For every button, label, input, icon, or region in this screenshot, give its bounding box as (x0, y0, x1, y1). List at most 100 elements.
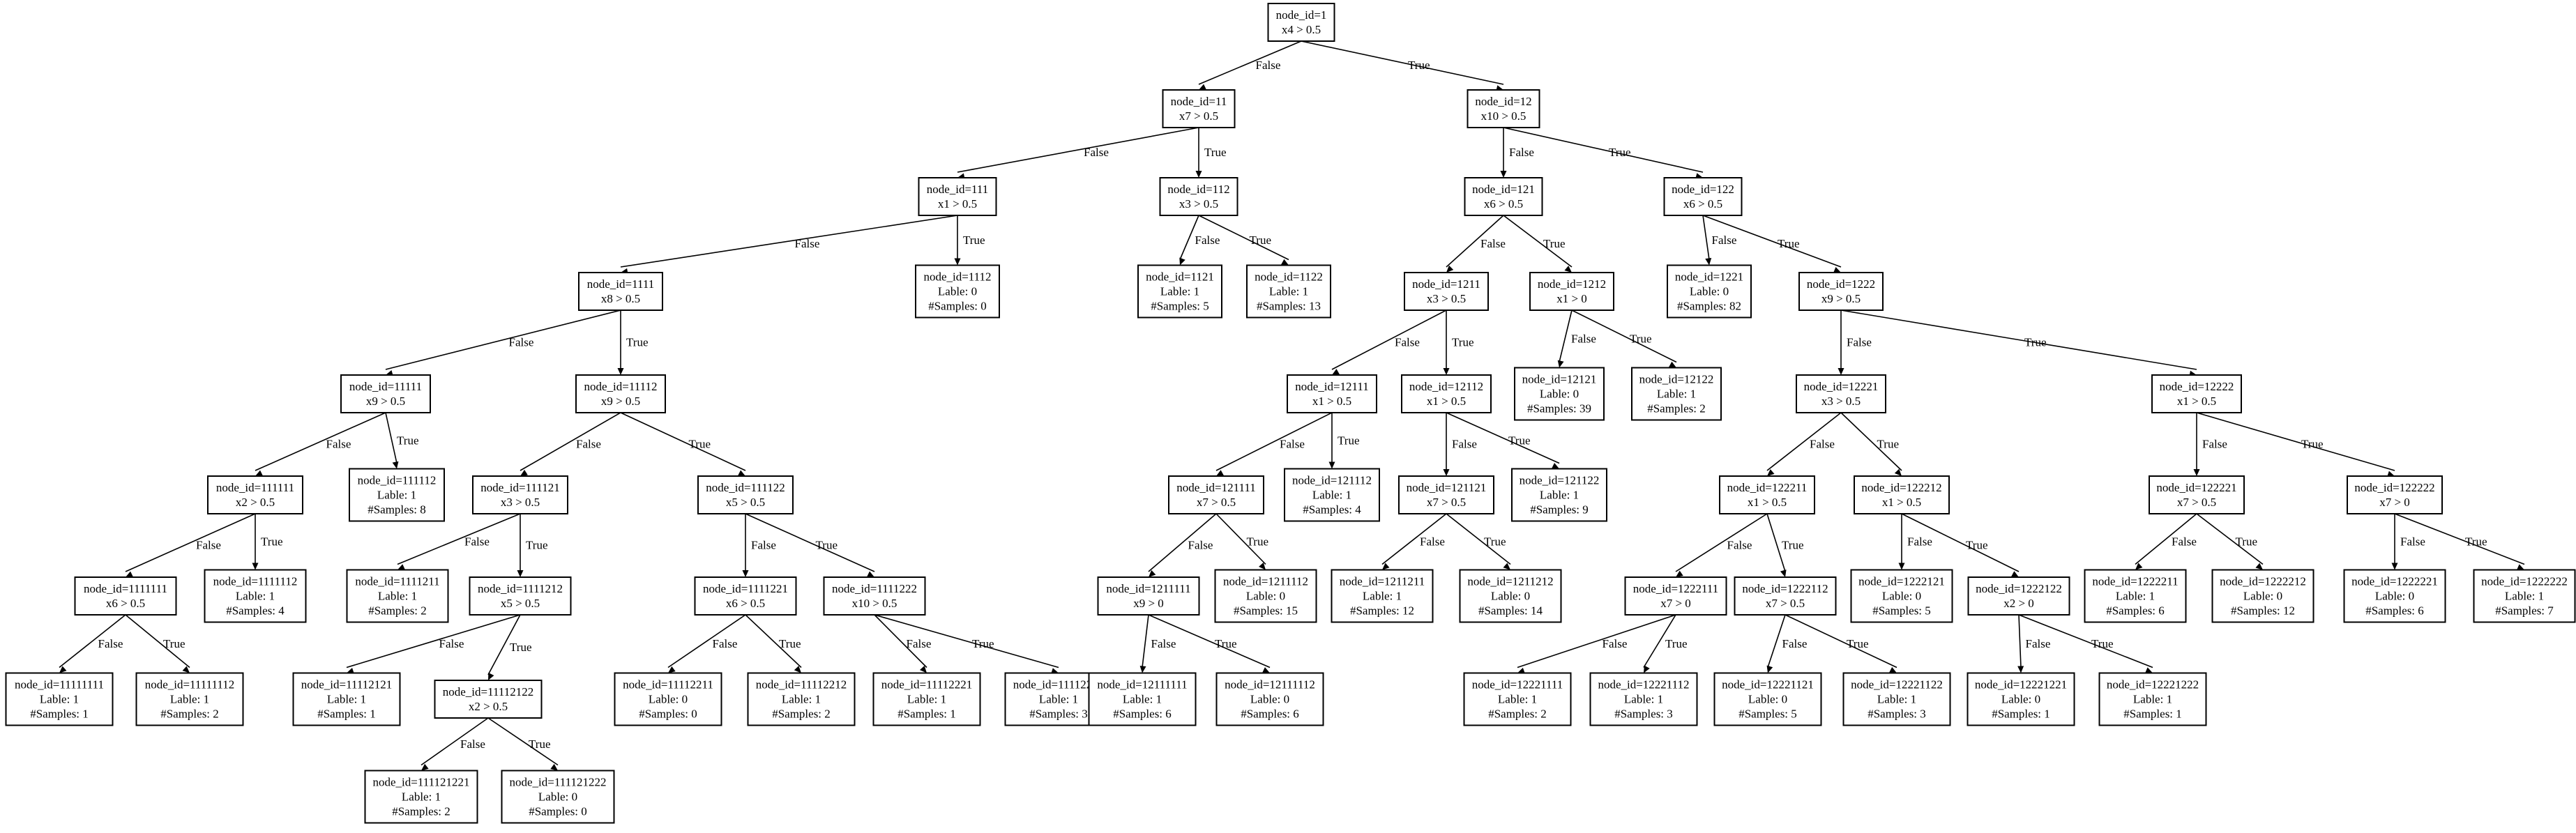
node-sample-count: #Samples: 6 (1113, 708, 1172, 721)
edge-label: True (1778, 237, 1800, 250)
node-box (1713, 672, 1822, 726)
node-sample-count: #Samples: 6 (2365, 604, 2424, 618)
edge-label: True (1630, 332, 1652, 345)
node-sample-count: #Samples: 6 (1241, 708, 1299, 721)
edge-label: False (1509, 146, 1534, 159)
edge-line (2018, 614, 2022, 668)
edge-arrowhead (1216, 470, 1224, 476)
node-box (1284, 468, 1380, 522)
edge-arrowhead (1281, 259, 1289, 266)
node-sample-count: #Samples: 1 (1992, 708, 2050, 721)
tree-edge-1111212-11112122: True (487, 614, 532, 680)
edge-line (1215, 513, 1266, 565)
node-id-label: node_id=1111211 (355, 575, 439, 588)
node-split-condition: x9 > 0 (1133, 597, 1164, 610)
node-box (1967, 672, 2075, 726)
tree-edge-1111221-11112212: True (745, 614, 802, 673)
edge-arrowhead (2011, 571, 2019, 577)
node-label-value: Lable: 1 (1540, 489, 1579, 502)
tree-edge-1211111-12111111: False (1139, 614, 1176, 673)
node-split-condition: x7 > 0.5 (2177, 496, 2216, 509)
edge-label: False (2172, 535, 2197, 548)
edge-label: False (1847, 336, 1872, 349)
node-box (697, 475, 794, 514)
node-split-condition: x9 > 0.5 (366, 395, 405, 408)
node-id-label: node_id=122212 (1861, 481, 1941, 494)
node-label-value: Lable: 1 (1269, 285, 1308, 298)
edge-label: True (1543, 237, 1566, 250)
edge-line (1503, 127, 1704, 173)
node-id-label: node_id=12221222 (2107, 678, 2199, 691)
edge-arrowhead (255, 470, 263, 476)
edge-label: False (460, 738, 485, 751)
edge-line (1215, 412, 1333, 471)
node-box (823, 576, 926, 616)
tree-edge-1111212-11112121: False (346, 614, 521, 674)
node-box (1467, 89, 1540, 128)
tree-edge-121111-1211111: False (1148, 513, 1217, 577)
node-id-label: node_id=121121 (1407, 481, 1487, 494)
edge-line (125, 513, 256, 572)
node-sample-count: #Samples: 13 (1257, 300, 1321, 313)
node-sample-count: #Samples: 0 (928, 300, 987, 313)
edge-label: True (626, 336, 649, 349)
tree-edge-122222-1222221: False (2391, 514, 2425, 570)
tree-edge-12111-121112: True (1328, 413, 1360, 469)
tree-edge-11111-111112: True (385, 412, 419, 469)
node-sample-count: #Samples: 8 (368, 503, 426, 517)
tree-edge-1111221-11112211: False (667, 614, 746, 673)
node-box (1529, 272, 1614, 311)
edge-arrowhead (1552, 463, 1559, 469)
node-split-condition: x1 > 0.5 (938, 197, 977, 211)
edge-label: True (1966, 539, 1988, 552)
tree-edge-11111-111111: False (255, 412, 386, 476)
node-label-value: Lable: 0 (1250, 693, 1289, 706)
node-id-label: node_id=122221 (2156, 481, 2236, 494)
tree-edge-11112-111121: False (520, 412, 621, 476)
edge-label: False (98, 637, 123, 650)
node-box (1854, 475, 1950, 514)
edge-label: True (397, 434, 419, 447)
edge-arrowhead (1644, 665, 1650, 673)
tree-edge-1111111-11111111: False (59, 614, 126, 673)
edge-label: False (576, 438, 601, 451)
edge-label: False (2202, 438, 2227, 451)
node-label-value: Lable: 1 (1312, 489, 1351, 502)
tree-edge-11112122-111121221: False (421, 717, 489, 771)
edge-label: False (1151, 637, 1176, 650)
edge-label: True (972, 637, 994, 650)
edge-arrowhead (2017, 666, 2024, 673)
edge-arrowhead (668, 666, 676, 673)
edge-line (1517, 614, 1676, 668)
edge-label: True (1847, 637, 1869, 650)
node-split-condition: x7 > 0.5 (1766, 597, 1805, 610)
edge-label: True (261, 535, 283, 548)
node-box (1796, 374, 1886, 413)
tree-edge-11112122-111121222: True (487, 717, 559, 771)
node-box (292, 672, 401, 726)
node-id-label: node_id=111121222 (510, 776, 607, 789)
node-id-label: node_id=1211112 (1223, 575, 1308, 588)
node-box (2084, 569, 2187, 623)
node-label-value: Lable: 0 (1882, 590, 1921, 603)
tree-edge-1222111-12221111: False (1517, 614, 1676, 674)
edge-arrowhead (617, 368, 624, 375)
edge-label: True (1877, 438, 1900, 451)
edge-arrowhead (550, 763, 558, 771)
edge-arrowhead (520, 469, 528, 476)
tree-edge-111122-1111222: True (745, 513, 875, 577)
node-sample-count: #Samples: 82 (1677, 300, 1741, 313)
edge-label: False (1907, 535, 1932, 548)
node-sample-count: #Samples: 0 (639, 708, 697, 721)
node-box (747, 672, 856, 726)
tree-edge-11-112: True (1195, 128, 1227, 178)
